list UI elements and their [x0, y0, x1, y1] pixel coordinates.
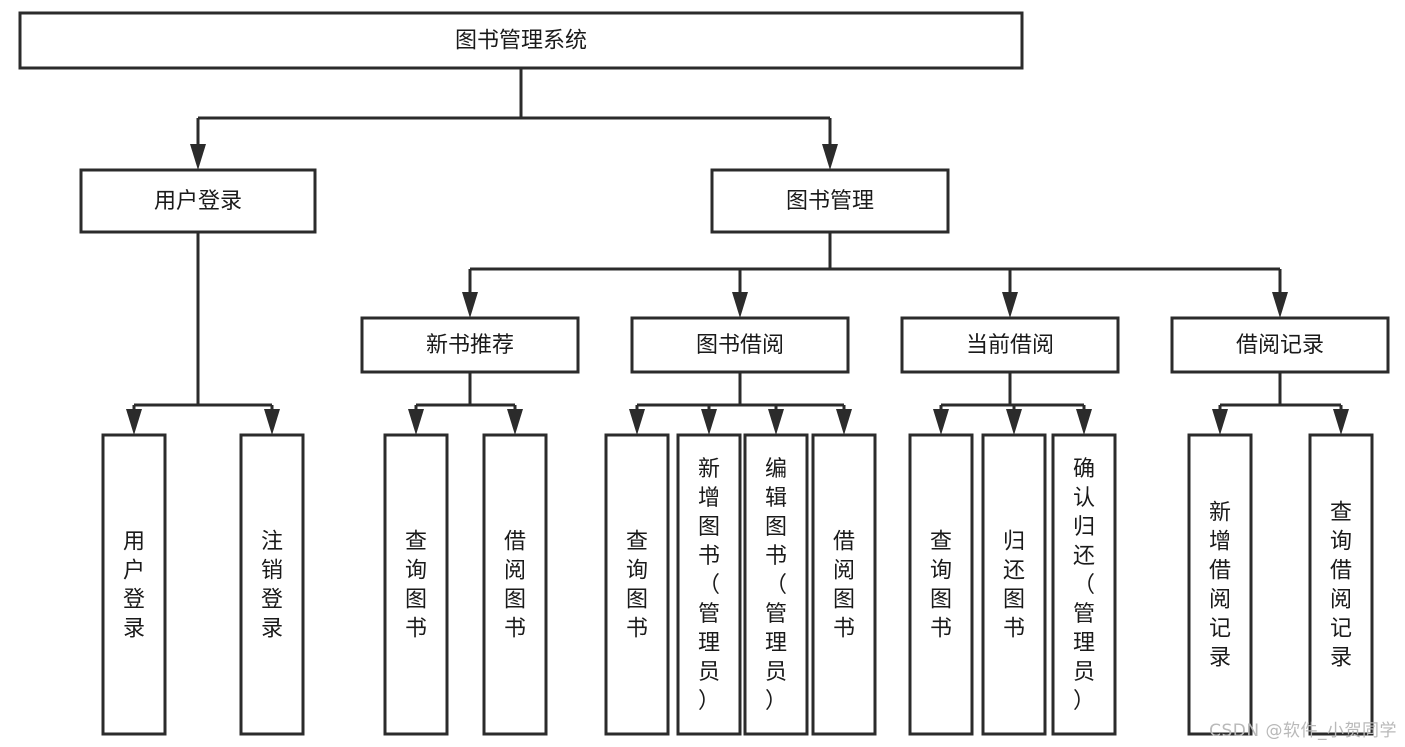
leaf-arrow-2-0-head: [629, 409, 645, 435]
leaf-arrow-0-1-head: [264, 409, 280, 435]
leaf-node-3-box[interactable]: [482, 433, 548, 736]
level2-node-1[interactable]: 图书管理: [710, 168, 950, 234]
leaf-arrow-2-2-head: [768, 409, 784, 435]
leaf-arrow-2-3-head: [836, 409, 852, 435]
leaf-node-3[interactable]: 借阅图书: [482, 433, 548, 736]
level3-arrow-3-head: [1272, 292, 1288, 318]
level2-node-0[interactable]: 用户登录: [79, 168, 317, 234]
leaf-node-12[interactable]: 查询借阅记录: [1308, 433, 1374, 736]
leaf-node-5-box[interactable]: [676, 433, 742, 736]
leaf-node-7-label: 借阅图书: [833, 530, 855, 642]
leaf-node-6[interactable]: 编辑图书（管理员）: [743, 433, 809, 736]
level3-node-3[interactable]: 借阅记录: [1170, 316, 1390, 374]
leaf-node-6-box[interactable]: [743, 433, 809, 736]
leaf-node-10-label: 确认归还（管理员）: [1073, 457, 1095, 714]
leaf-node-11[interactable]: 新增借阅记录: [1187, 433, 1253, 736]
level3-node-2[interactable]: 当前借阅: [900, 316, 1120, 374]
level3-node-3-label: 借阅记录: [1236, 333, 1324, 358]
leaf-node-8-label: 查询图书: [930, 530, 952, 642]
leaf-node-11-box[interactable]: [1187, 433, 1253, 736]
leaf-node-4-label: 查询图书: [626, 530, 648, 642]
leaf-arrow-1-0-head: [408, 409, 424, 435]
level2-arrow-1-head: [822, 144, 838, 170]
leaf-node-7[interactable]: 借阅图书: [811, 433, 877, 736]
level3-node-0[interactable]: 新书推荐: [360, 316, 580, 374]
level3-arrow-0-head: [462, 292, 478, 318]
leaf-node-1-box[interactable]: [239, 433, 305, 736]
connector-layer: [126, 68, 1349, 435]
leaf-node-2[interactable]: 查询图书: [383, 433, 449, 736]
level3-node-0-label: 新书推荐: [426, 333, 514, 358]
leaf-node-9[interactable]: 归还图书: [981, 433, 1047, 736]
level3-arrow-2-head: [1002, 292, 1018, 318]
root-node-book-management-system-label: 图书管理系统: [455, 29, 587, 54]
leaf-node-0-label: 用户登录: [123, 530, 145, 642]
leaf-arrow-3-0-head: [933, 409, 949, 435]
level3-node-3-box[interactable]: [1170, 316, 1390, 374]
leaf-node-0-box[interactable]: [101, 433, 167, 736]
leaf-arrow-4-0-head: [1212, 409, 1228, 435]
leaf-node-2-label: 查询图书: [405, 530, 427, 642]
leaf-node-0[interactable]: 用户登录: [101, 433, 167, 736]
leaf-node-4-box[interactable]: [604, 433, 670, 736]
leaf-node-4[interactable]: 查询图书: [604, 433, 670, 736]
leaf-node-1-label: 注销登录: [261, 530, 283, 642]
leaf-node-5[interactable]: 新增图书（管理员）: [676, 433, 742, 736]
leaf-arrow-3-2-head: [1076, 409, 1092, 435]
leaf-node-6-label: 编辑图书（管理员）: [765, 457, 787, 714]
level3-node-2-box[interactable]: [900, 316, 1120, 374]
leaf-node-1[interactable]: 注销登录: [239, 433, 305, 736]
leaf-arrow-4-1-head: [1333, 409, 1349, 435]
leaf-node-10-box[interactable]: [1051, 433, 1117, 736]
level2-node-0-label: 用户登录: [154, 189, 242, 214]
level2-node-1-box[interactable]: [710, 168, 950, 234]
level3-node-0-box[interactable]: [360, 316, 580, 374]
leaf-arrow-3-1-head: [1006, 409, 1022, 435]
leaf-node-9-label: 归还图书: [1003, 530, 1025, 642]
level3-node-1-box[interactable]: [630, 316, 850, 374]
level3-node-2-label: 当前借阅: [966, 333, 1054, 358]
leaf-node-2-box[interactable]: [383, 433, 449, 736]
leaf-node-12-label: 查询借阅记录: [1330, 501, 1352, 671]
level2-node-1-label: 图书管理: [786, 189, 874, 214]
leaf-arrow-2-1-head: [701, 409, 717, 435]
leaf-node-5-label: 新增图书（管理员）: [698, 457, 720, 714]
level2-arrow-0-head: [190, 144, 206, 170]
leaf-node-12-box[interactable]: [1308, 433, 1374, 736]
level3-node-1-label: 图书借阅: [696, 333, 784, 358]
root-node-book-management-system-box[interactable]: [18, 11, 1024, 70]
leaf-arrow-1-1-head: [507, 409, 523, 435]
leaf-node-8[interactable]: 查询图书: [908, 433, 974, 736]
level3-arrow-1-head: [732, 292, 748, 318]
leaf-node-3-label: 借阅图书: [504, 530, 526, 642]
level3-node-1[interactable]: 图书借阅: [630, 316, 850, 374]
leaf-node-10[interactable]: 确认归还（管理员）: [1051, 433, 1117, 736]
node-layer: 图书管理系统用户登录图书管理新书推荐图书借阅当前借阅借阅记录用户登录注销登录查询…: [18, 11, 1390, 736]
level2-node-0-box[interactable]: [79, 168, 317, 234]
leaf-node-7-box[interactable]: [811, 433, 877, 736]
leaf-node-8-box[interactable]: [908, 433, 974, 736]
leaf-node-9-box[interactable]: [981, 433, 1047, 736]
leaf-arrow-0-0-head: [126, 409, 142, 435]
root-node-book-management-system[interactable]: 图书管理系统: [18, 11, 1024, 70]
leaf-node-11-label: 新增借阅记录: [1209, 501, 1231, 671]
